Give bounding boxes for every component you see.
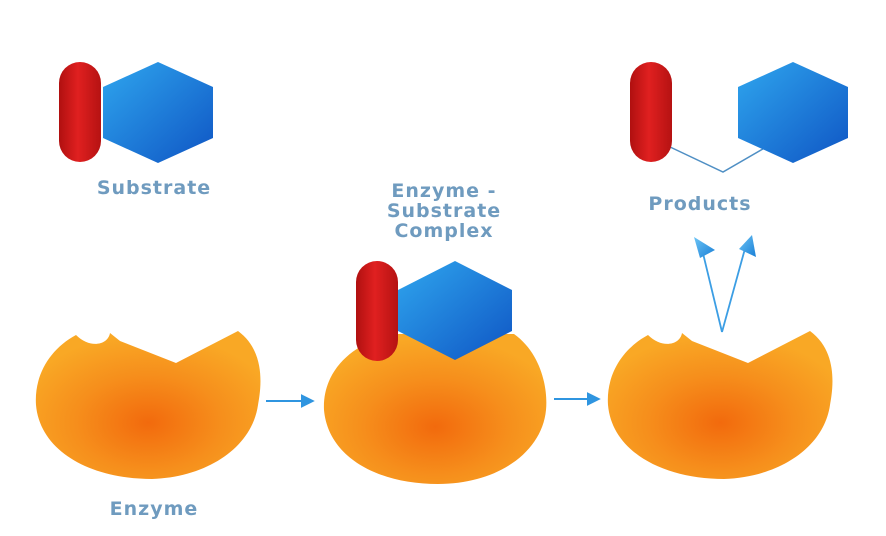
complex-label-line-3: Complex — [394, 220, 494, 242]
release-arrowhead-right — [739, 235, 756, 257]
complex-label-line-1: Enzyme - — [391, 180, 497, 202]
substrate-red-capsule — [59, 62, 101, 162]
enzyme-shape-middle — [323, 334, 547, 484]
complex-red-capsule — [356, 261, 398, 361]
products-label: Products — [648, 193, 752, 215]
substrate-molecule — [59, 62, 213, 163]
product-blue-hexagon — [738, 62, 848, 163]
substrate-label: Substrate — [96, 177, 212, 199]
product-red-capsule — [630, 62, 672, 162]
substrate-blue-hexagon — [103, 62, 213, 163]
release-arrowhead-left — [694, 237, 715, 258]
release-arrows — [694, 235, 756, 333]
enzyme-substrate-complex-label: Enzyme - Substrate Complex — [364, 181, 524, 241]
enzyme-substrate-complex — [323, 261, 547, 484]
enzyme-shape-right — [607, 331, 833, 479]
enzyme-shape-left — [35, 331, 261, 479]
products-molecules — [630, 62, 848, 173]
complex-label-line-2: Substrate — [386, 200, 502, 222]
products-connector — [667, 145, 769, 173]
enzyme-label: Enzyme — [109, 498, 199, 520]
complex-blue-hexagon — [398, 261, 512, 360]
